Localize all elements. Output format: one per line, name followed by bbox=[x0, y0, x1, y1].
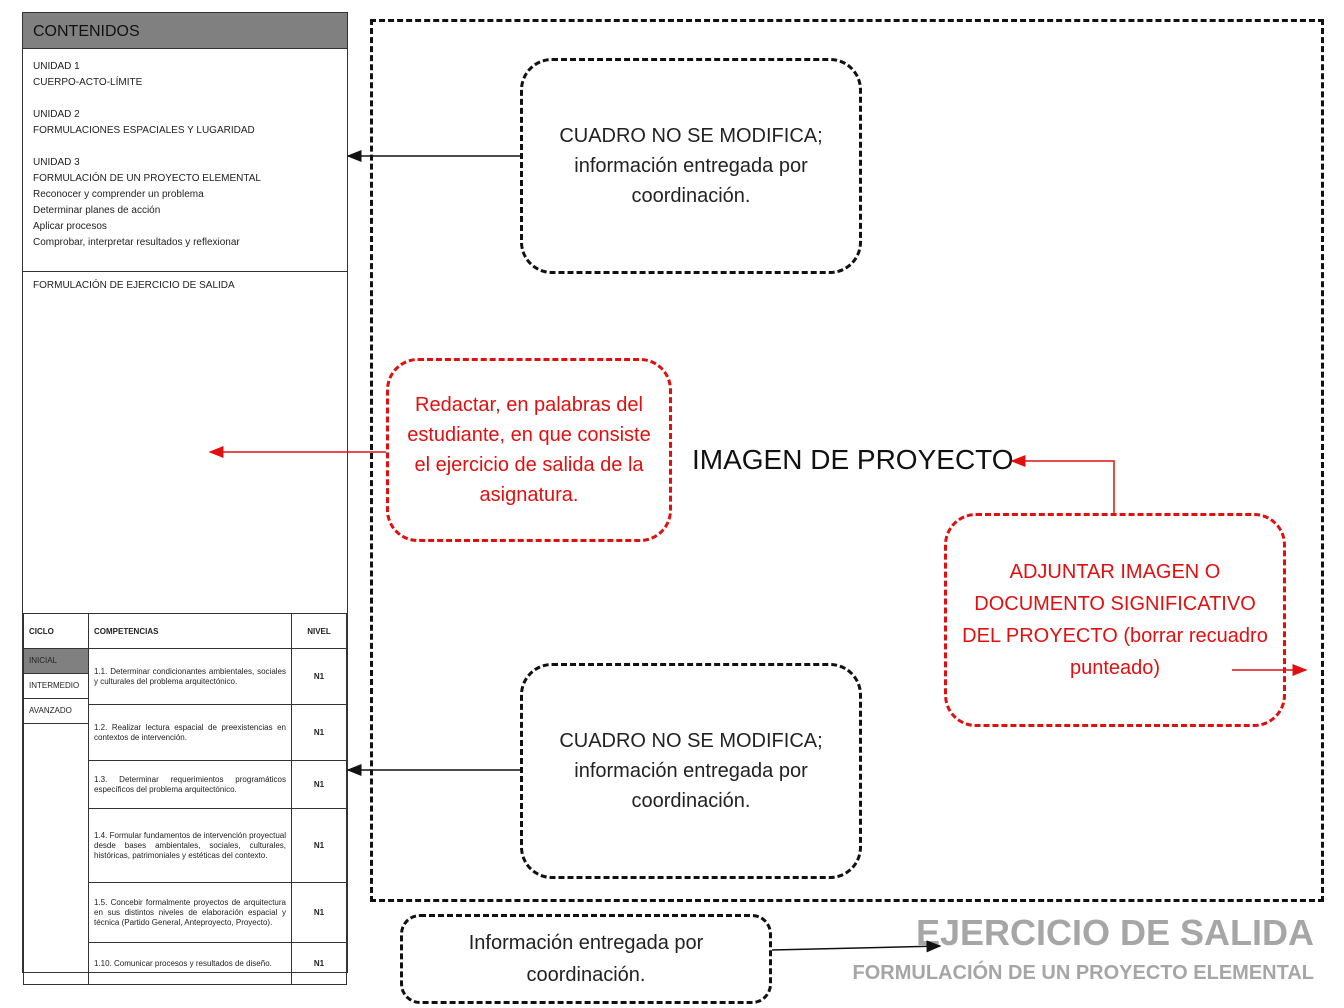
note-bottom-fixed: CUADRO NO SE MODIFICA; información entre… bbox=[520, 663, 862, 879]
competency-text: 1.3. Determinar requerimientos programát… bbox=[88, 760, 292, 809]
note-coordination-text: Información entregada por coordinación. bbox=[468, 932, 704, 986]
contents-line: FORMULACIÓN DE UN PROYECTO ELEMENTAL bbox=[33, 173, 261, 184]
contents-line: Aplicar procesos bbox=[33, 221, 107, 232]
note-write-exercise-text: Redactar, en palabras del estudiante, en… bbox=[407, 394, 651, 506]
contents-line: CUERPO-ACTO-LÍMITE bbox=[33, 77, 143, 88]
contents-line: Determinar planes de acción bbox=[33, 205, 161, 216]
cycle-column: INICIAL INTERMEDIO AVANZADO bbox=[23, 648, 89, 985]
arrow-info-to-title bbox=[771, 940, 942, 953]
project-image-label: IMAGEN DE PROYECTO bbox=[692, 444, 1014, 475]
project-image-frame bbox=[370, 19, 1324, 902]
header-competencias: COMPETENCIAS bbox=[88, 613, 292, 649]
competency-text: 1.2. Realizar lectura espacial de preexi… bbox=[88, 704, 292, 761]
note-attach-image: ADJUNTAR IMAGEN O DOCUMENTO SIGNIFICATIV… bbox=[944, 513, 1286, 727]
competency-text: 1.5. Concebir formalmente proyectos de a… bbox=[88, 882, 292, 943]
competency-level: N1 bbox=[291, 648, 347, 705]
cycle-intermedio: INTERMEDIO bbox=[24, 674, 88, 699]
note-write-exercise: Redactar, en palabras del estudiante, en… bbox=[386, 358, 672, 542]
competencies-table: CICLO COMPETENCIAS NIVEL INICIAL INTERME… bbox=[23, 613, 347, 985]
cycle-avanzado: AVANZADO bbox=[24, 699, 88, 724]
exercise-subtitle: FORMULACIÓN DE UN PROYECTO ELEMENTAL bbox=[852, 962, 1314, 984]
competency-text: 1.10. Comunicar procesos y resultados de… bbox=[88, 942, 292, 985]
competency-level: N1 bbox=[291, 760, 347, 809]
competency-text: 1.1. Determinar condicionantes ambiental… bbox=[88, 648, 292, 705]
formulation-section: FORMULACIÓN DE EJERCICIO DE SALIDA bbox=[23, 271, 347, 614]
competency-level: N1 bbox=[291, 942, 347, 985]
note-attach-image-text: ADJUNTAR IMAGEN O DOCUMENTO SIGNIFICATIV… bbox=[962, 561, 1268, 679]
competency-level: N1 bbox=[291, 882, 347, 943]
competency-level: N1 bbox=[291, 704, 347, 761]
table-row: 1.5. Concebir formalmente proyectos de a… bbox=[24, 882, 347, 943]
contents-line: UNIDAD 3 bbox=[33, 157, 80, 168]
contents-line: Reconocer y comprender un problema bbox=[33, 189, 204, 200]
contents-panel: CONTENIDOS UNIDAD 1 CUERPO-ACTO-LÍMITE U… bbox=[22, 12, 348, 985]
table-row: 1.3. Determinar requerimientos programát… bbox=[24, 760, 347, 809]
table-row: INICIAL INTERMEDIO AVANZADO 1.1. Determi… bbox=[23, 648, 347, 985]
table-row: 1.4. Formular fundamentos de intervenció… bbox=[24, 808, 347, 883]
contents-line: Comprobar, interpretar resultados y refl… bbox=[33, 237, 240, 248]
note-bottom-text: CUADRO NO SE MODIFICA; información entre… bbox=[559, 730, 823, 812]
contents-line: UNIDAD 2 bbox=[33, 109, 80, 120]
contents-list: UNIDAD 1 CUERPO-ACTO-LÍMITE UNIDAD 2 FOR… bbox=[33, 59, 343, 251]
competency-text: 1.4. Formular fundamentos de intervenció… bbox=[88, 808, 292, 883]
cycle-inicial: INICIAL bbox=[24, 649, 88, 674]
table-row: 1.10. Comunicar procesos y resultados de… bbox=[24, 942, 347, 985]
contents-line: UNIDAD 1 bbox=[33, 61, 80, 72]
contents-header: CONTENIDOS bbox=[23, 13, 347, 49]
contents-line: FORMULACIONES ESPACIALES Y LUGARIDAD bbox=[33, 125, 255, 136]
note-coordination-info: Información entregada por coordinación. bbox=[400, 914, 772, 1004]
competency-level: N1 bbox=[291, 808, 347, 883]
note-top-fixed: CUADRO NO SE MODIFICA; información entre… bbox=[520, 58, 862, 274]
exercise-title: EJERCICIO DE SALIDA bbox=[915, 912, 1314, 953]
note-top-text: CUADRO NO SE MODIFICA; información entre… bbox=[559, 125, 823, 207]
formulation-label: FORMULACIÓN DE EJERCICIO DE SALIDA bbox=[33, 280, 235, 291]
table-row: 1.2. Realizar lectura espacial de preexi… bbox=[24, 704, 347, 761]
header-nivel: NIVEL bbox=[291, 613, 347, 649]
arrow-attach-to-label bbox=[1010, 455, 1115, 513]
